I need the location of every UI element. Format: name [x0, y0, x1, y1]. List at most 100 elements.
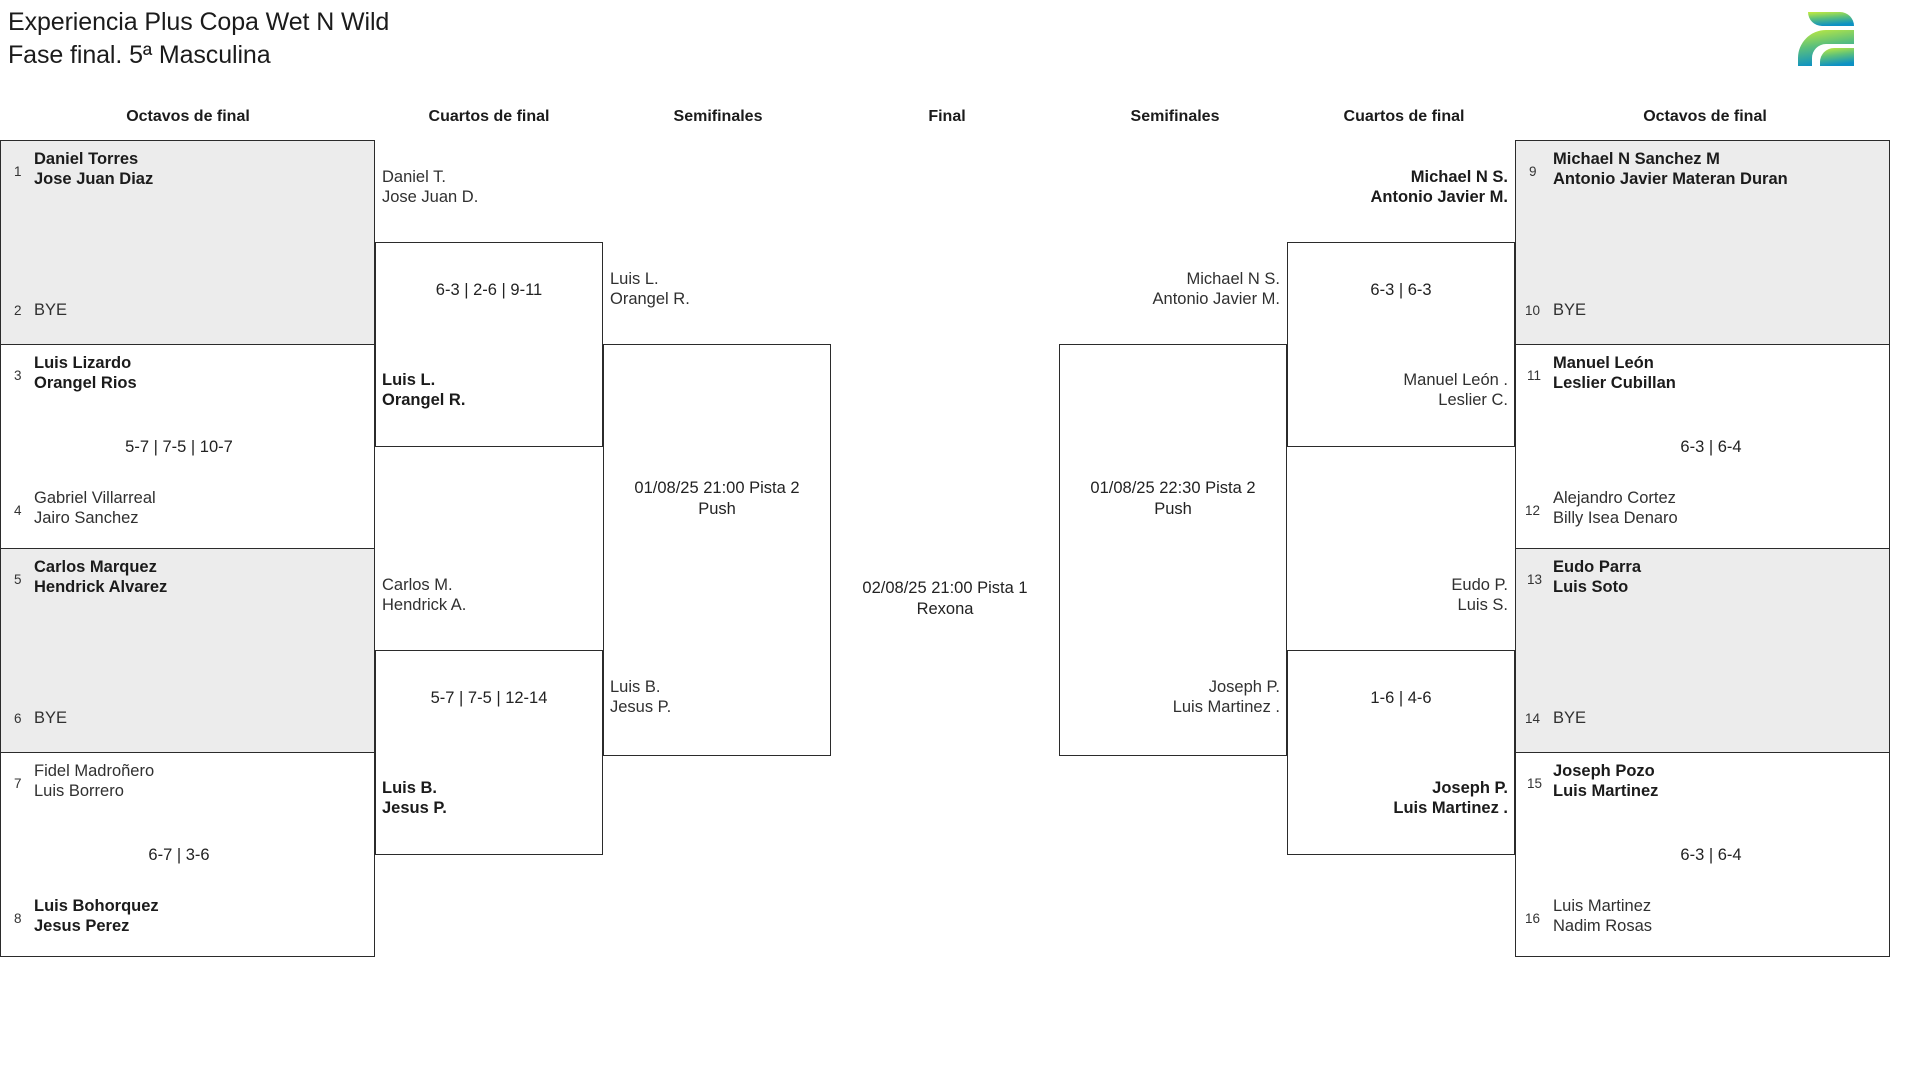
player-line-1: Joseph P.: [1432, 779, 1508, 797]
player-names: BYE: [1553, 709, 1884, 729]
match-box-right-qf-1[interactable]: [1287, 242, 1515, 447]
player-names: Carlos Marquez Hendrick Alvarez: [34, 558, 364, 598]
match-score-right-qf-2: 1-6 | 4-6: [1370, 689, 1432, 707]
slot-seed-9[interactable]: 9 Michael N Sanchez M Antonio Javier Mat…: [1529, 150, 1884, 190]
sf-left-lower-label: Luis B. Jesus P.: [610, 678, 671, 718]
seed-number: 4: [14, 503, 22, 518]
player-names: Gabriel Villarreal Jairo Sanchez: [34, 489, 364, 529]
slot-seed-14[interactable]: 14 BYE: [1525, 709, 1884, 729]
player-line-2: Jesus P.: [610, 697, 672, 716]
player-names: Alejandro Cortez Billy Isea Denaro: [1553, 489, 1884, 529]
seed-number: 10: [1525, 303, 1541, 318]
player-line-1: Luis L.: [382, 371, 436, 389]
match-box-right-r16-3[interactable]: [1515, 548, 1890, 753]
round-header-left-sf: Semifinales: [673, 108, 763, 125]
slot-seed-12[interactable]: 12 Alejandro Cortez Billy Isea Denaro: [1525, 489, 1884, 529]
player-names: Joseph Pozo Luis Martinez: [1553, 762, 1884, 802]
player-names: BYE: [34, 709, 364, 729]
player-names: Michael N Sanchez M Antonio Javier Mater…: [1553, 150, 1884, 190]
schedule-line-1: 01/08/25 22:30 Pista 2: [1090, 479, 1256, 497]
seed-number: 5: [14, 572, 22, 587]
player-line-2: Antonio Javier Materan Duran: [1553, 169, 1788, 188]
player-line-2: Jesus Perez: [34, 916, 130, 935]
match-box-right-sf-1[interactable]: [1059, 344, 1287, 756]
player-line-2: Antonio Javier M.: [1152, 289, 1280, 308]
match-box-left-r16-2[interactable]: [0, 344, 375, 549]
slot-seed-10[interactable]: 10 BYE: [1525, 301, 1884, 321]
slot-seed-6[interactable]: 6 BYE: [14, 709, 364, 729]
slot-seed-2[interactable]: 2 BYE: [14, 301, 364, 321]
player-names: Luis Bohorquez Jesus Perez: [34, 897, 364, 937]
qf2-lower-label: Luis B. Jesus P.: [382, 779, 447, 819]
slot-seed-15[interactable]: 15 Joseph Pozo Luis Martinez: [1527, 762, 1884, 802]
match-box-left-r16-4[interactable]: [0, 752, 375, 957]
page-title: Experiencia Plus Copa Wet N Wild Fase fi…: [8, 6, 389, 72]
match-box-right-r16-4[interactable]: [1515, 752, 1890, 957]
slot-seed-5[interactable]: 5 Carlos Marquez Hendrick Alvarez: [14, 558, 364, 598]
match-box-left-r16-1[interactable]: [0, 140, 375, 345]
round-header-right-sf: Semifinales: [1130, 108, 1220, 125]
player-line-1: Carlos M.: [382, 576, 453, 594]
player-line-2: Leslier C.: [1438, 390, 1508, 409]
slot-seed-11[interactable]: 11 Manuel León Leslier Cubillan: [1527, 354, 1884, 394]
slot-seed-3[interactable]: 3 Luis Lizardo Orangel Rios: [14, 354, 364, 394]
sf-right-lower-label: Joseph P. Luis Martinez .: [1059, 678, 1280, 718]
match-box-right-r16-1[interactable]: [1515, 140, 1890, 345]
player-line-1: BYE: [34, 709, 68, 727]
match-score-right-r16-4: 6-3 | 6-4: [1680, 846, 1742, 864]
sf-right-upper-label: Michael N S. Antonio Javier M.: [1059, 270, 1280, 310]
match-score-right-r16-2: 6-3 | 6-4: [1680, 438, 1742, 456]
player-line-1: BYE: [1553, 709, 1587, 727]
schedule-line-1: 02/08/25 21:00 Pista 1: [862, 579, 1028, 597]
player-line-1: Eudo Parra: [1553, 558, 1642, 576]
match-box-right-qf-2[interactable]: [1287, 650, 1515, 855]
player-line-2: Orangel R.: [610, 289, 690, 308]
slot-seed-4[interactable]: 4 Gabriel Villarreal Jairo Sanchez: [14, 489, 364, 529]
slot-seed-1[interactable]: 1 Daniel Torres Jose Juan Diaz: [14, 150, 364, 190]
slot-seed-13[interactable]: 13 Eudo Parra Luis Soto: [1527, 558, 1884, 598]
player-line-2: Jose Juan Diaz: [34, 169, 154, 188]
player-names: BYE: [34, 301, 364, 321]
player-names: Manuel León Leslier Cubillan: [1553, 354, 1884, 394]
match-score-right-qf-1: 6-3 | 6-3: [1370, 281, 1432, 299]
slot-seed-7[interactable]: 7 Fidel Madroñero Luis Borrero: [14, 762, 364, 802]
player-line-2: Hendrick A.: [382, 595, 467, 614]
player-line-1: Gabriel Villarreal: [34, 489, 156, 507]
player-line-2: Jesus P.: [382, 798, 447, 817]
player-line-2: Luis Martinez .: [1172, 697, 1280, 716]
qf1-lower-label: Luis L. Orangel R.: [382, 371, 465, 411]
player-line-2: Hendrick Alvarez: [34, 577, 168, 596]
player-line-1: Alejandro Cortez: [1553, 489, 1676, 507]
player-line-1: Luis Bohorquez: [34, 897, 159, 915]
seed-number: 11: [1527, 368, 1542, 383]
round-header-left-r16: Octavos de final: [126, 108, 250, 125]
player-line-1: Fidel Madroñero: [34, 762, 155, 780]
slot-seed-16[interactable]: 16 Luis Martinez Nadim Rosas: [1525, 897, 1884, 937]
player-line-2: Luis S.: [1457, 595, 1508, 614]
schedule-line-2: Push: [1154, 500, 1192, 519]
match-box-left-sf-1[interactable]: [603, 344, 831, 756]
schedule-final: 02/08/25 21:00 Pista 1 Rexona: [831, 578, 1059, 621]
seed-number: 9: [1529, 164, 1537, 179]
match-box-right-r16-2[interactable]: [1515, 344, 1890, 549]
player-line-2: Jose Juan D.: [382, 187, 479, 206]
qf-right-2-upper-label: Eudo P. Luis S.: [1287, 576, 1508, 616]
seed-number: 7: [14, 776, 22, 791]
player-line-1: Daniel Torres: [34, 150, 139, 168]
match-score-left-qf-2: 5-7 | 7-5 | 12-14: [430, 689, 548, 707]
player-names: Daniel Torres Jose Juan Diaz: [34, 150, 364, 190]
player-line-1: Manuel León: [1553, 354, 1654, 372]
player-line-2: Luis Borrero: [34, 781, 124, 800]
player-line-1: Michael N S.: [1186, 270, 1280, 288]
sf-left-upper-label: Luis L. Orangel R.: [610, 270, 690, 310]
player-line-2: Jairo Sanchez: [34, 508, 139, 527]
title-line-2: Fase final. 5ª Masculina: [8, 41, 271, 69]
seed-number: 2: [14, 303, 22, 318]
match-box-left-qf-1[interactable]: [375, 242, 603, 447]
match-score-left-r16-2: 5-7 | 7-5 | 10-7: [125, 438, 233, 456]
player-line-1: Michael N Sanchez M: [1553, 150, 1720, 168]
player-names: BYE: [1553, 301, 1884, 321]
schedule-left-sf: 01/08/25 21:00 Pista 2 Push: [603, 478, 831, 521]
match-box-left-qf-2[interactable]: [375, 650, 603, 855]
slot-seed-8[interactable]: 8 Luis Bohorquez Jesus Perez: [14, 897, 364, 937]
